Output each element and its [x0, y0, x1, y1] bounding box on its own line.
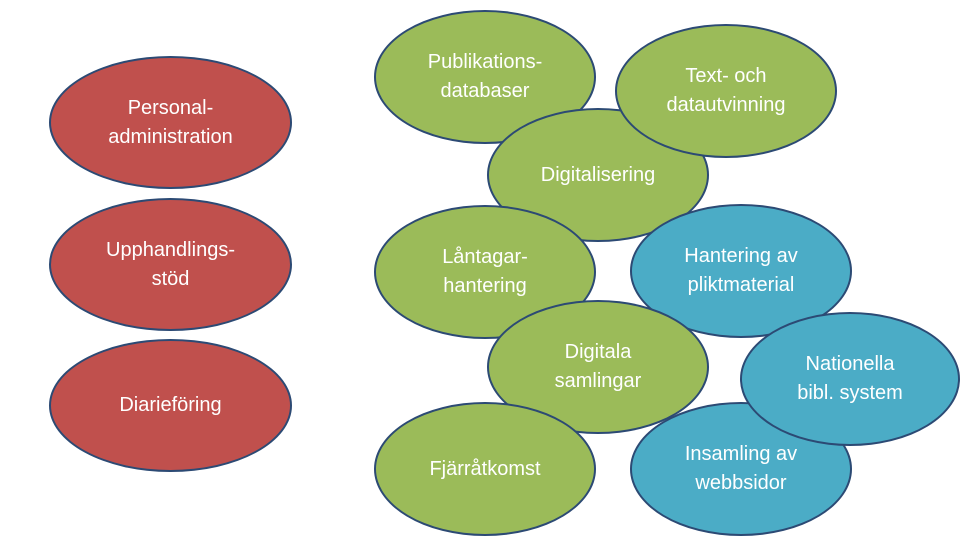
node-insamling-av-webbsidor: Insamling av webbsidor [630, 402, 852, 536]
node-nationella-bibl-system: Nationella bibl. system [740, 312, 960, 446]
node-label: Insamling av webbsidor [684, 443, 798, 494]
node-label: Upphandlings- stöd [106, 238, 235, 290]
node-label: Personal- administration [108, 96, 233, 148]
node-publikationsdatabaser: Publikations- databaser [374, 10, 596, 144]
node-personaladministration: Personal- administration [49, 56, 292, 189]
node-fjarratkomst: Fjärråtkomst [374, 402, 596, 536]
node-label: Diarieföring [119, 394, 222, 416]
node-upphandlingsstod: Upphandlings- stöd [49, 198, 292, 331]
node-label: Låntagar- hantering [442, 246, 528, 297]
node-diarieforing: Diarieföring [49, 339, 292, 472]
node-label: Nationella bibl. system [797, 353, 903, 404]
node-label: Digitalisering [540, 163, 656, 186]
node-label: Hantering av pliktmaterial [684, 245, 798, 296]
node-text-och-datautvinning: Text- och datautvinning [615, 24, 837, 158]
node-label: Text- och datautvinning [666, 65, 786, 116]
node-label: Publikations- databaser [427, 51, 543, 102]
node-label: Fjärråtkomst [429, 457, 541, 480]
node-label: Digitala samlingar [554, 341, 642, 392]
